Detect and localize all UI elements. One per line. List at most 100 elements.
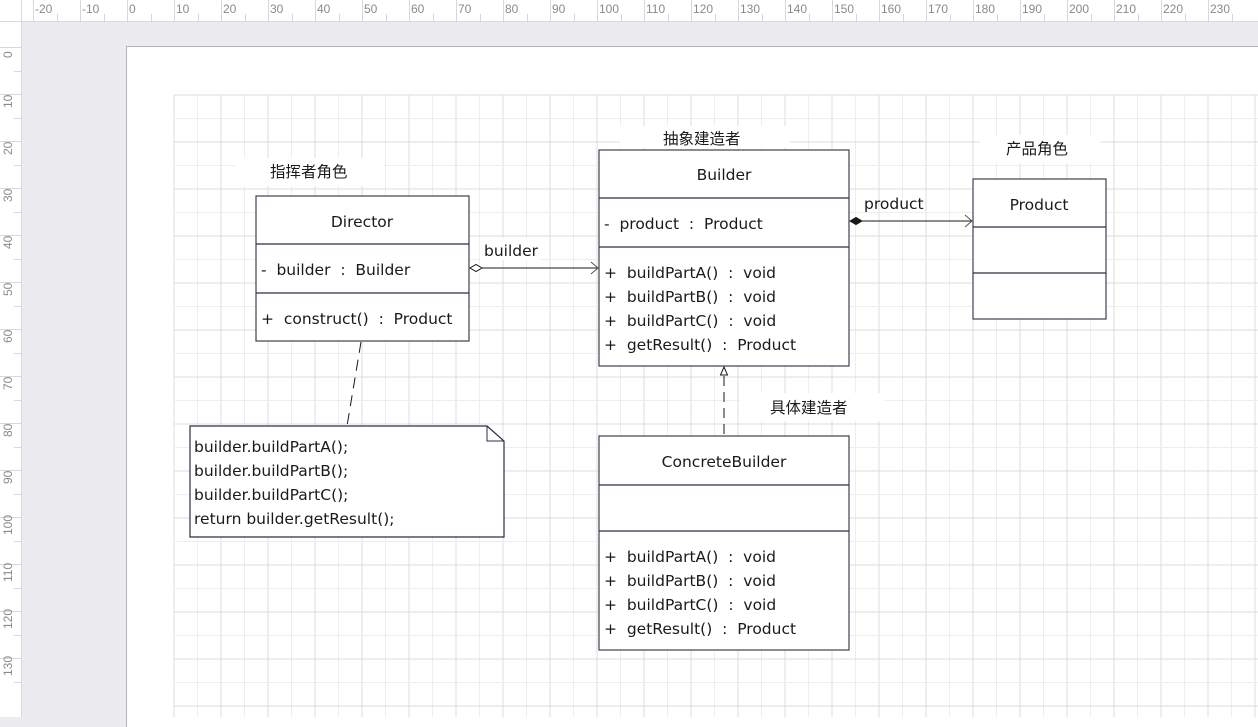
ruler-tick	[691, 0, 692, 21]
ruler-tick	[573, 14, 575, 21]
ruler-tick	[597, 0, 598, 21]
folded-corner-icon	[486, 426, 504, 442]
ruler-tick	[926, 0, 927, 21]
class-method: + buildPartB() : void	[604, 572, 776, 590]
ruler-label: 70	[458, 2, 472, 16]
label-bg	[740, 393, 885, 421]
ruler-label: -10	[82, 2, 100, 16]
ruler-tick	[150, 14, 152, 21]
ruler-tick	[1208, 0, 1209, 21]
ruler-tick	[103, 14, 105, 21]
ruler-tick	[1161, 0, 1162, 21]
class-name: Product	[1010, 196, 1069, 214]
class-attribute: - builder : Builder	[261, 261, 411, 279]
ruler-tick	[432, 14, 434, 21]
ruler-tick	[1137, 14, 1139, 21]
ruler-tick	[0, 235, 21, 236]
ruler-tick	[526, 14, 528, 21]
ruler-tick	[0, 47, 21, 48]
ruler-label: 210	[1116, 2, 1137, 16]
ruler-tick	[1090, 14, 1092, 21]
relation-label-builder: builder	[484, 242, 539, 260]
ruler-label: 150	[834, 2, 855, 16]
ruler-tick	[56, 14, 58, 21]
class-method: + buildPartA() : void	[604, 264, 776, 282]
ruler-tick	[902, 14, 904, 21]
class-name: Director	[331, 213, 394, 231]
ruler-label: 230	[1210, 2, 1231, 16]
class-method: + buildPartC() : void	[604, 596, 776, 614]
ruler-tick	[0, 517, 21, 518]
class-director[interactable]: Director - builder : Builder + construct…	[255, 195, 470, 342]
ruler-label: 30	[270, 2, 284, 16]
hollow-diamond-icon	[469, 263, 483, 273]
ruler-tick	[832, 0, 833, 21]
product-role-label: 产品角色	[1006, 140, 1068, 158]
ruler-tick	[0, 188, 21, 189]
ruler-tick	[973, 0, 974, 21]
ruler-tick	[1043, 14, 1045, 21]
ruler-tick	[14, 352, 21, 354]
ruler-tick	[0, 423, 21, 424]
ruler-tick	[14, 540, 21, 542]
director-role-label: 指挥者角色	[270, 163, 348, 181]
ruler-tick	[949, 14, 951, 21]
ruler-tick	[127, 0, 128, 21]
ruler-label: -20	[35, 2, 53, 16]
ruler-tick	[174, 0, 175, 21]
class-method: + buildPartA() : void	[604, 548, 776, 566]
class-concrete-builder[interactable]: ConcreteBuilder + buildPartA() : void + …	[598, 435, 850, 651]
ruler-tick	[761, 14, 763, 21]
note[interactable]: builder.buildPartA(); builder.buildPartB…	[189, 425, 505, 538]
ruler-tick	[0, 141, 21, 142]
ruler-tick	[14, 211, 21, 213]
realization-concretebuilder-builder[interactable]	[719, 365, 729, 436]
class-name: ConcreteBuilder	[662, 453, 787, 471]
ruler-tick	[33, 0, 34, 21]
ruler-tick	[808, 14, 810, 21]
ruler-label: 20	[223, 2, 237, 16]
ruler-label: 100	[599, 2, 620, 16]
ruler-label: 180	[975, 2, 996, 16]
ruler-tick	[409, 0, 410, 21]
ruler-tick	[14, 258, 21, 260]
ruler-tick	[620, 14, 622, 21]
ruler-label: 160	[881, 2, 902, 16]
ruler-label: 40	[317, 2, 331, 16]
class-method: + construct() : Product	[261, 310, 453, 328]
ruler-tick	[1020, 0, 1021, 21]
ruler-tick	[14, 399, 21, 401]
ruler-tick	[14, 117, 21, 119]
class-name: Builder	[697, 166, 752, 184]
ruler-tick	[362, 0, 363, 21]
filled-diamond-icon	[849, 216, 863, 226]
class-builder[interactable]: Builder - product : Product + buildPartA…	[598, 149, 850, 367]
ruler-tick	[291, 14, 293, 21]
ruler-label: 140	[787, 2, 808, 16]
note-line: builder.buildPartB();	[194, 462, 348, 480]
ruler-tick	[0, 564, 21, 565]
ruler-label: 170	[928, 2, 949, 16]
ruler-label: 90	[552, 2, 566, 16]
ruler-tick	[14, 305, 21, 307]
ruler-tick	[0, 329, 21, 330]
relation-label-product: product	[864, 195, 924, 213]
class-method: + getResult() : Product	[604, 336, 796, 354]
note-line: return builder.getResult();	[194, 510, 395, 528]
abstract-builder-role-label: 抽象建造者	[663, 130, 741, 148]
ruler-tick	[0, 282, 21, 283]
ruler-tick	[0, 470, 21, 471]
ruler-tick	[80, 0, 81, 21]
ruler-tick	[1231, 14, 1233, 21]
composition-builder-product[interactable]	[849, 214, 973, 228]
note-anchor-line[interactable]	[346, 341, 362, 427]
ruler-tick	[785, 0, 786, 21]
aggregation-director-builder[interactable]	[469, 261, 599, 275]
ruler-label: 10	[176, 2, 190, 16]
class-product[interactable]: Product	[972, 178, 1107, 320]
ruler-tick	[338, 14, 340, 21]
label-bg	[480, 238, 540, 260]
ruler-tick	[268, 0, 269, 21]
